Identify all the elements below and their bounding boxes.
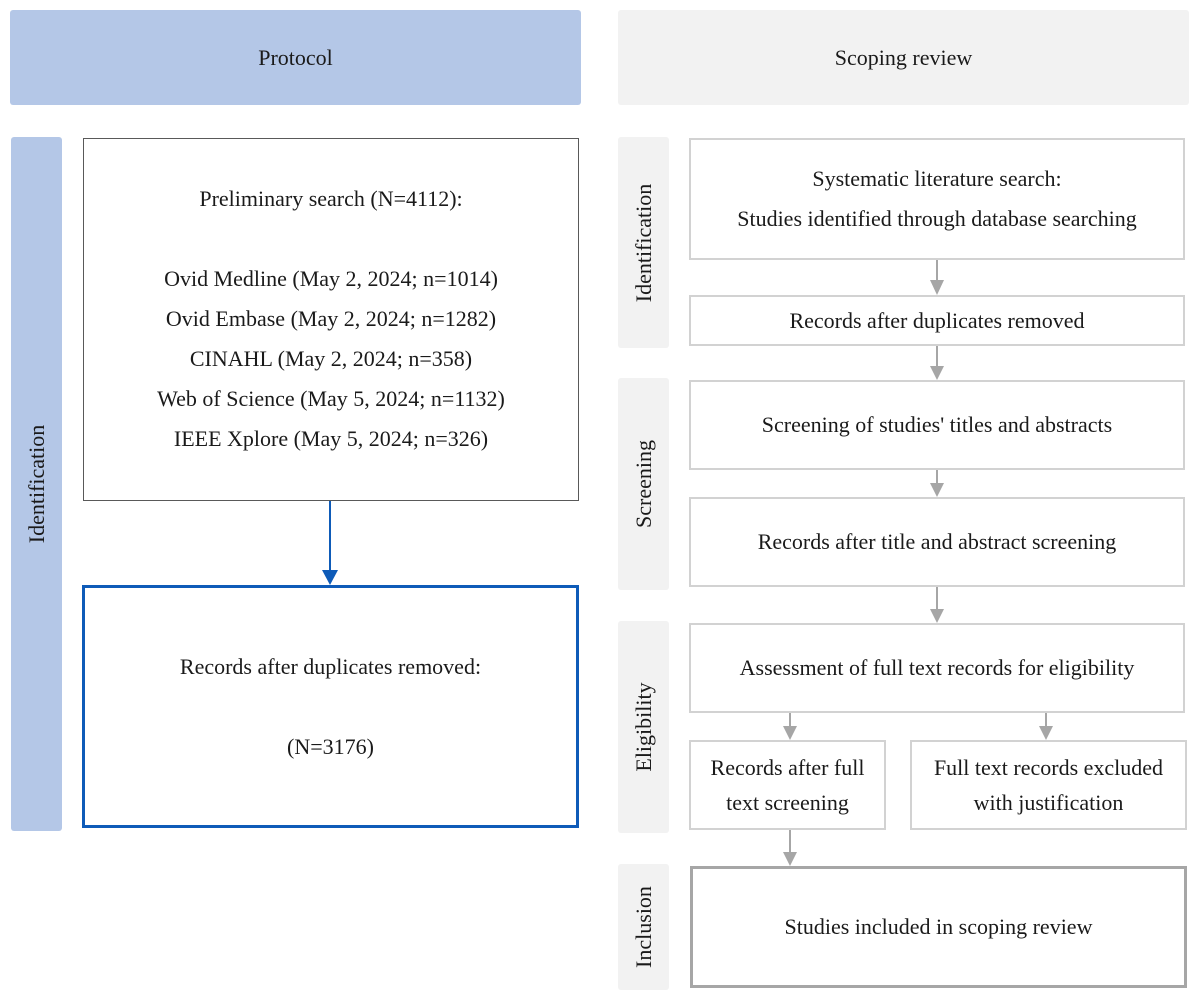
excluded-records-box: Full text records excluded with justific… <box>910 740 1187 830</box>
included-studies-label: Studies included in scoping review <box>784 914 1093 939</box>
protocol-header: Protocol <box>10 10 581 105</box>
systematic-search-box: Systematic literature search: Studies id… <box>689 138 1185 260</box>
protocol-identification-band: Identification <box>11 137 62 831</box>
stage-screening-band: Screening <box>618 378 669 590</box>
protocol-dedup-box: Records after duplicates removed: (N=317… <box>82 585 579 828</box>
source-ieee-xplore: IEEE Xplore (May 5, 2024; n=326) <box>173 426 489 451</box>
excluded-records-line2: with justification <box>973 790 1124 815</box>
systematic-search-line2: Studies identified through database sear… <box>737 206 1137 231</box>
preliminary-search-box: Preliminary search (N=4112): Ovid Medlin… <box>83 138 579 501</box>
source-web-of-science: Web of Science (May 5, 2024; n=1132) <box>157 386 505 411</box>
protocol-dedup-title: Records after duplicates removed: <box>179 653 482 679</box>
after-title-abstract-label: Records after title and abstract screeni… <box>757 529 1117 554</box>
protocol-arrow <box>322 501 338 585</box>
source-cinahl: CINAHL (May 2, 2024; n=358) <box>189 346 473 371</box>
source-ovid-medline: Ovid Medline (May 2, 2024; n=1014) <box>164 266 498 291</box>
preliminary-search-title: Preliminary search (N=4112): <box>199 186 463 211</box>
systematic-search-line1: Systematic literature search: <box>812 166 1062 191</box>
included-studies-box: Studies included in scoping review <box>690 866 1187 988</box>
scoping-review-header: Scoping review <box>618 10 1189 105</box>
source-ovid-embase: Ovid Embase (May 2, 2024; n=1282) <box>165 306 497 331</box>
full-text-assessment-label: Assessment of full text records for elig… <box>739 655 1135 680</box>
full-text-assessment-box: Assessment of full text records for elig… <box>689 623 1185 713</box>
stage-identification-band: Identification <box>618 137 669 348</box>
review-dedup-box: Records after duplicates removed <box>689 295 1185 346</box>
protocol-dedup-count: (N=3176) <box>287 733 374 759</box>
after-full-text-line2: text screening <box>726 790 849 815</box>
review-dedup-label: Records after duplicates removed <box>789 307 1085 333</box>
excluded-records-line1: Full text records excluded <box>933 755 1164 780</box>
title-abstract-screening-box: Screening of studies' titles and abstrac… <box>689 380 1185 470</box>
stage-eligibility-band: Eligibility <box>618 621 669 833</box>
title-abstract-screening-label: Screening of studies' titles and abstrac… <box>761 412 1113 437</box>
after-full-text-line1: Records after full <box>710 755 865 780</box>
stage-inclusion-band: Inclusion <box>618 864 669 990</box>
after-full-text-box: Records after full text screening <box>689 740 886 830</box>
after-title-abstract-box: Records after title and abstract screeni… <box>689 497 1185 587</box>
